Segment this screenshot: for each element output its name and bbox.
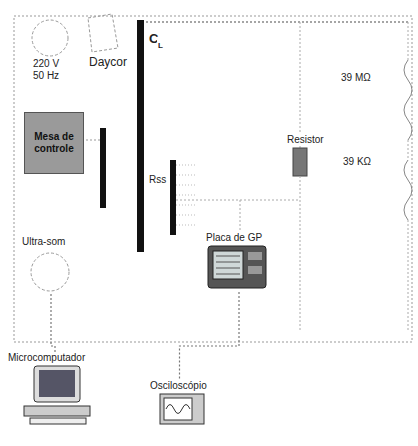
- node-gray: Mesa de controle: [24, 112, 84, 174]
- part-label: Resistor: [286, 134, 325, 146]
- wire: [300, 176, 301, 330]
- rss-bar: [170, 160, 176, 235]
- resistor-39m: [404, 60, 412, 140]
- oscilloscope-icon: [158, 392, 208, 428]
- node-label: Ultra-som: [22, 236, 80, 248]
- resistor-39k: [404, 160, 412, 220]
- node-label: Placa de GP: [206, 232, 272, 244]
- enclosure-outline: [14, 16, 412, 342]
- wire: [408, 220, 409, 330]
- node-circle: Ultra-som: [22, 236, 80, 294]
- right-wire: [408, 22, 409, 60]
- part-label: Rss: [148, 174, 167, 186]
- wire: [408, 140, 409, 160]
- ultrasound-transducer: [28, 248, 78, 294]
- wire: [300, 22, 301, 148]
- wire: [176, 200, 300, 201]
- node-label: Microcomputador: [8, 352, 102, 364]
- field-lines: [176, 165, 196, 225]
- part-label: 39 MΩ: [340, 72, 372, 84]
- part-label: 50 Hz: [32, 70, 60, 82]
- part-label: Daycor: [88, 56, 128, 68]
- signal-cable: [51, 294, 55, 352]
- capacitor-plate: [137, 20, 144, 252]
- node-scope: Osciloscópio: [150, 380, 209, 428]
- electrode-bar: [100, 128, 106, 208]
- resistor-symbol: [293, 148, 307, 176]
- computer-icon: [20, 364, 100, 426]
- wire: [240, 200, 241, 232]
- power-source: [32, 20, 68, 56]
- node-label: Osciloscópio: [150, 380, 209, 392]
- part-label: 39 KΩ: [342, 156, 372, 168]
- daycor-unit: [88, 14, 118, 52]
- part-label: L: [157, 40, 164, 52]
- node-board: Placa de GP: [206, 232, 272, 292]
- signal-cable: [180, 292, 240, 380]
- top-wire: [142, 21, 408, 23]
- node-pc: Microcomputador: [8, 352, 102, 426]
- node-label: Mesa de controle: [29, 131, 79, 155]
- part-label: 220 V: [32, 58, 60, 70]
- daq-board-icon: [206, 244, 270, 292]
